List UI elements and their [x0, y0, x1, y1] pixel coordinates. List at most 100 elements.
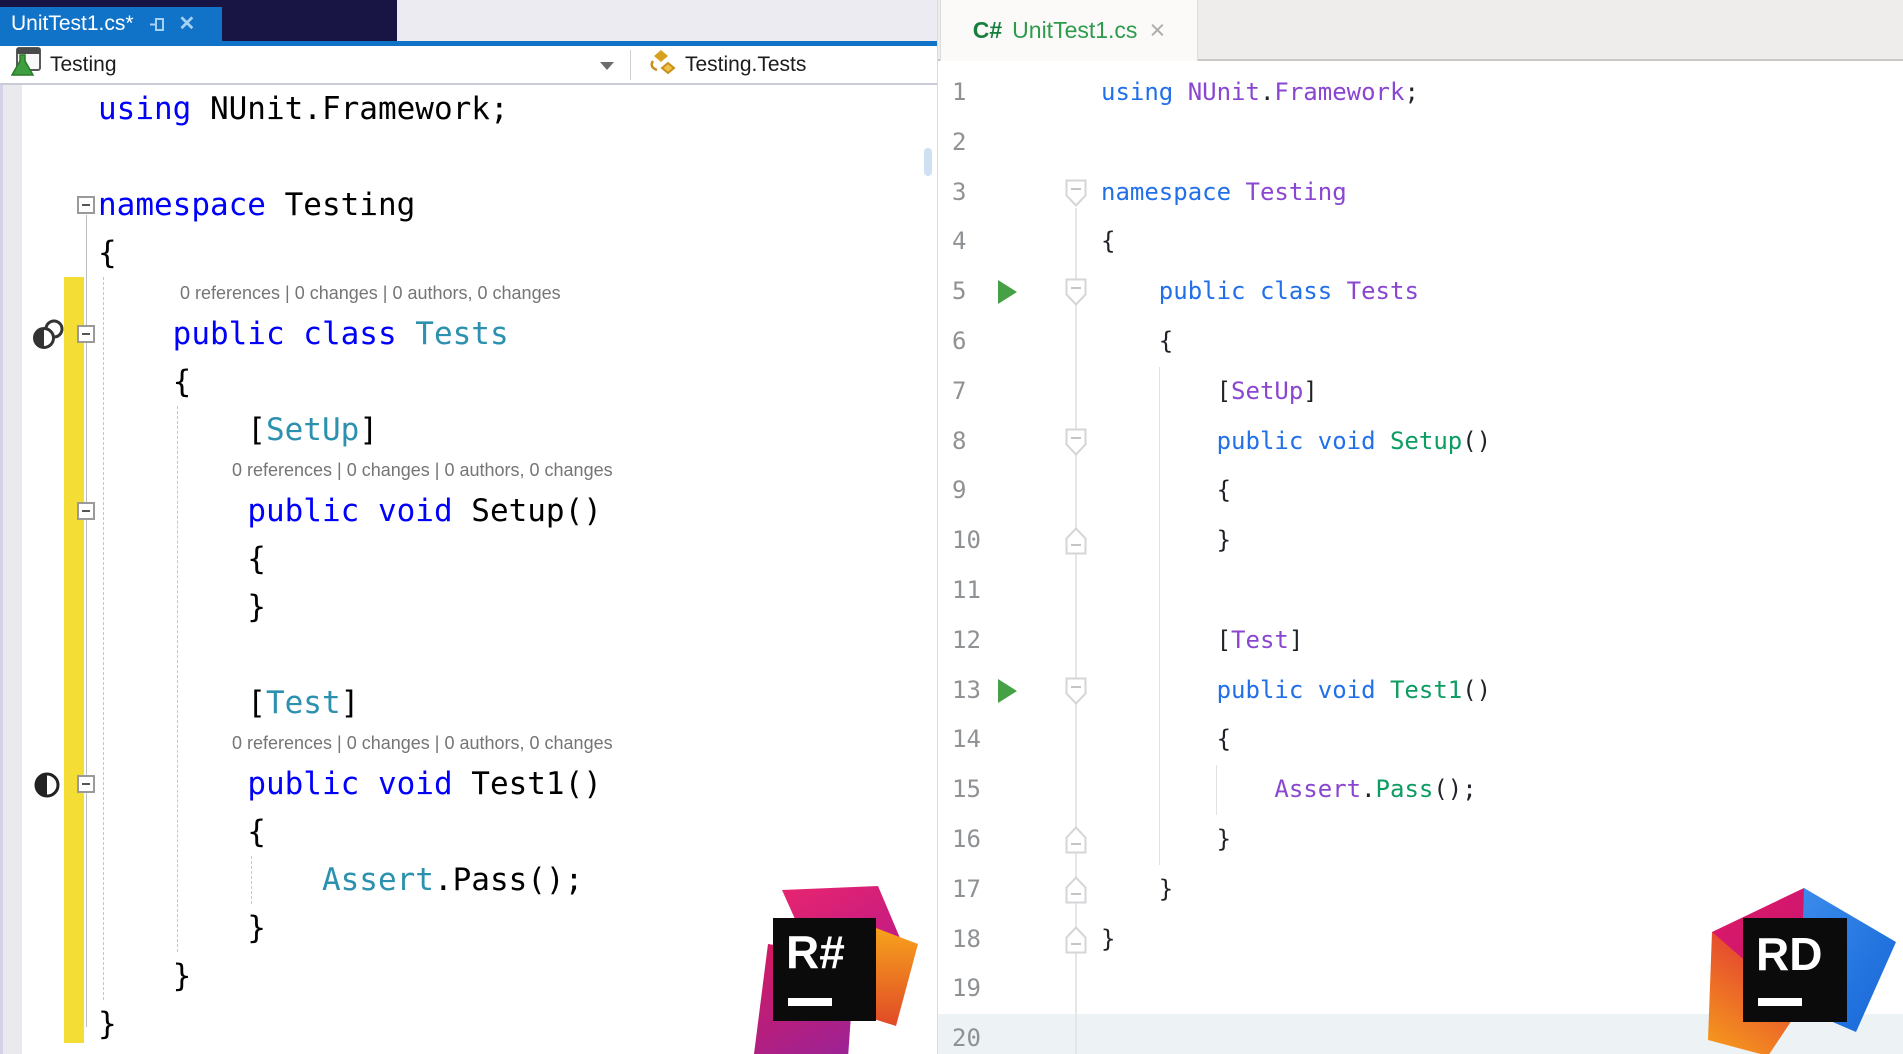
line-number[interactable]: 15 [952, 775, 981, 804]
run-test-icon[interactable] [998, 678, 1017, 703]
code-line[interactable]: Assert.Pass(); [0, 856, 937, 904]
code-line[interactable] [0, 133, 937, 181]
run-test-icon[interactable] [998, 280, 1017, 305]
fold-toggle-icon[interactable] [77, 775, 95, 793]
code-text: { [938, 317, 1903, 367]
vs-code-editor[interactable]: using NUnit.Framework;namespace Testing{… [0, 85, 937, 1054]
codelens-label[interactable]: 0 references | 0 changes | 0 authors, 0 … [180, 283, 561, 303]
code-line[interactable]: } [0, 904, 937, 952]
code-line[interactable]: } [0, 1000, 937, 1048]
code-line[interactable]: } [0, 583, 937, 631]
line-number[interactable]: 11 [952, 575, 981, 604]
code-line[interactable]: using NUnit.Framework; [0, 85, 937, 133]
code-line[interactable]: 12 [Test] [938, 616, 1903, 666]
code-line[interactable] [0, 631, 937, 679]
code-token: } [1101, 824, 1232, 853]
code-line[interactable]: public class Tests [0, 310, 937, 358]
code-token: Setup() [471, 493, 602, 529]
line-number[interactable]: 9 [952, 476, 967, 505]
project-dropdown[interactable]: Testing [8, 46, 117, 83]
code-token [98, 316, 173, 352]
code-line[interactable]: 9 { [938, 466, 1903, 516]
code-line[interactable]: 7 [SetUp] [938, 367, 1903, 417]
code-line[interactable]: 20 [938, 1014, 1903, 1054]
line-number[interactable]: 13 [952, 675, 981, 704]
line-number[interactable]: 10 [952, 526, 981, 555]
code-line[interactable]: 13 public void Test1() [938, 666, 1903, 716]
vs-scrollbar-thumb[interactable] [924, 148, 932, 176]
line-number[interactable]: 3 [952, 177, 967, 206]
chevron-down-icon[interactable] [600, 62, 614, 70]
line-number[interactable]: 18 [952, 924, 981, 953]
fold-marker-icon[interactable] [1062, 176, 1090, 210]
fold-marker-icon[interactable] [1062, 823, 1090, 857]
code-line[interactable]: 6 { [938, 317, 1903, 367]
line-number[interactable]: 2 [952, 127, 967, 156]
line-number[interactable]: 5 [952, 277, 967, 306]
code-token: } [1101, 874, 1174, 903]
code-line[interactable]: namespace Testing [0, 181, 937, 229]
fold-marker-icon[interactable] [1062, 674, 1090, 708]
line-number[interactable]: 20 [952, 1024, 981, 1053]
line-number[interactable]: 6 [952, 326, 967, 355]
line-number[interactable]: 14 [952, 725, 981, 754]
code-line[interactable]: } [0, 952, 937, 1000]
line-number[interactable]: 16 [952, 824, 981, 853]
vs-tabstrip-empty-area [397, 0, 937, 41]
code-line[interactable]: { [0, 358, 937, 406]
fold-marker-icon[interactable] [1062, 275, 1090, 309]
code-text: [Test] [0, 679, 937, 727]
code-line[interactable]: 5 public class Tests [938, 267, 1903, 317]
type-dropdown[interactable]: Testing.Tests [645, 46, 806, 83]
code-line[interactable]: 8 public void Setup() [938, 417, 1903, 467]
line-number[interactable]: 4 [952, 227, 967, 256]
fold-marker-icon[interactable] [1062, 524, 1090, 558]
code-line[interactable]: [Test] [0, 679, 937, 727]
code-line[interactable]: { [0, 808, 937, 856]
fold-marker-icon[interactable] [1062, 873, 1090, 907]
close-icon[interactable]: ✕ [178, 13, 196, 35]
fold-toggle-icon[interactable] [77, 502, 95, 520]
vs-document-tab[interactable]: UnitTest1.cs* ✕ [0, 7, 222, 41]
fold-marker-icon[interactable] [1062, 923, 1090, 957]
code-line[interactable]: { [0, 535, 937, 583]
code-line[interactable]: 10 } [938, 516, 1903, 566]
line-number[interactable]: 8 [952, 426, 967, 455]
line-number[interactable]: 17 [952, 874, 981, 903]
code-line[interactable]: 2 [938, 118, 1903, 168]
indent-guide [251, 856, 252, 904]
code-line[interactable]: { [0, 229, 937, 277]
close-icon[interactable]: × [1149, 15, 1166, 45]
code-line[interactable]: 19 [938, 964, 1903, 1014]
code-line[interactable]: 15 Assert.Pass(); [938, 765, 1903, 815]
test-method-gutter-icon[interactable] [32, 770, 62, 800]
line-number[interactable]: 12 [952, 625, 981, 654]
codelens-label[interactable]: 0 references | 0 changes | 0 authors, 0 … [232, 733, 613, 753]
code-line[interactable]: [SetUp] [0, 406, 937, 454]
rider-tab-title: UnitTest1.cs [1012, 17, 1138, 43]
code-line[interactable]: 11 [938, 566, 1903, 616]
rider-document-tab[interactable]: C# UnitTest1.cs × [940, 0, 1198, 61]
navbar-divider [630, 50, 631, 80]
code-line[interactable]: 17 } [938, 865, 1903, 915]
code-line[interactable]: 18} [938, 915, 1903, 965]
code-line[interactable]: 4{ [938, 217, 1903, 267]
code-line[interactable]: 16 } [938, 815, 1903, 865]
fold-marker-icon[interactable] [1062, 425, 1090, 459]
fold-toggle-icon[interactable] [77, 196, 95, 214]
line-number[interactable]: 7 [952, 376, 967, 405]
pin-icon[interactable] [148, 15, 167, 34]
test-class-gutter-icon[interactable] [30, 318, 68, 352]
line-number[interactable]: 1 [952, 78, 967, 106]
code-text: public void Test1() [938, 666, 1903, 716]
line-number[interactable]: 19 [952, 974, 981, 1003]
code-line[interactable]: public void Setup() [0, 487, 937, 535]
codelens-label[interactable]: 0 references | 0 changes | 0 authors, 0 … [232, 460, 613, 480]
code-token: { [1101, 227, 1116, 256]
code-line[interactable]: 14 { [938, 715, 1903, 765]
code-line[interactable]: public void Test1() [0, 760, 937, 808]
fold-toggle-icon[interactable] [77, 325, 95, 343]
